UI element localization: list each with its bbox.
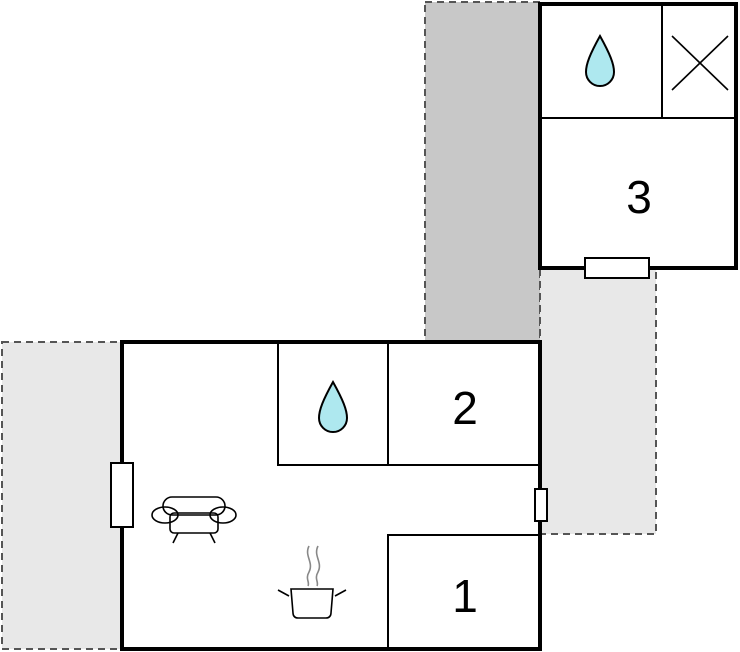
cross-icon — [671, 35, 729, 91]
inner-wall-room1 — [387, 534, 540, 649]
door-left — [110, 462, 134, 528]
terrace-right — [539, 267, 657, 535]
room-2-label: 2 — [452, 382, 478, 434]
water-drop-icon — [584, 33, 616, 87]
terrace-upper-dark — [424, 1, 541, 343]
cooking-pot-icon — [277, 545, 347, 619]
room-3-label: 3 — [626, 171, 652, 223]
terrace-left — [1, 341, 123, 650]
sofa-icon — [151, 496, 237, 544]
water-drop-icon — [317, 379, 349, 433]
room-1-label: 1 — [452, 570, 478, 622]
door-right — [534, 488, 548, 522]
door-upper — [584, 257, 650, 279]
upper-building-wall — [538, 2, 738, 270]
inner-wall-bath — [277, 342, 540, 466]
